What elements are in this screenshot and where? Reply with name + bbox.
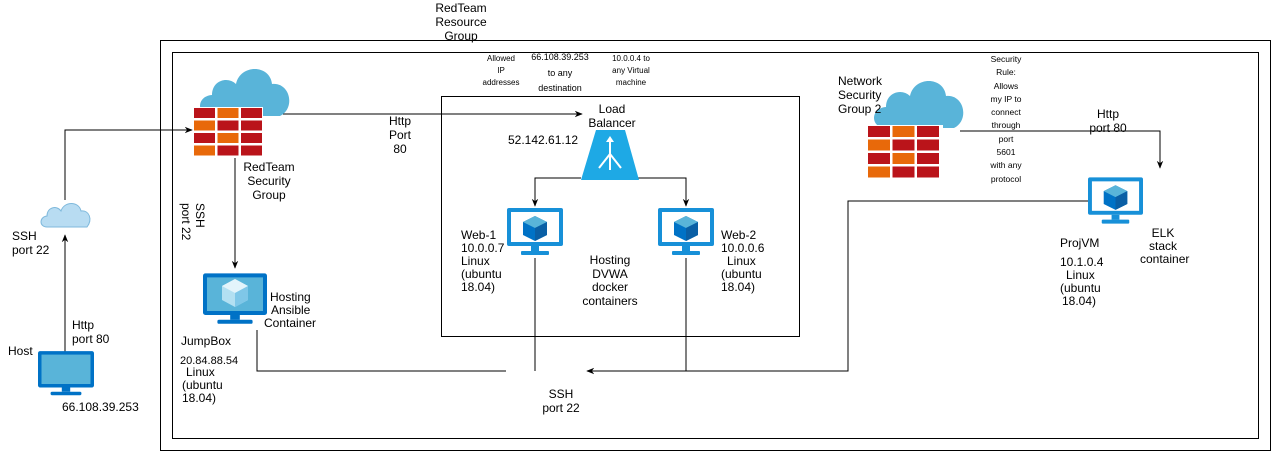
load-balancer-icon [581, 130, 639, 180]
firewall-brick [892, 166, 915, 178]
firewall-brick [868, 153, 890, 164]
firewall-brick [917, 126, 939, 137]
nsg2-firewall-icon [867, 81, 964, 179]
resource-group-outer-box [160, 40, 1271, 451]
firewall-brick [194, 120, 215, 131]
jumpbox-ssh-line [256, 330, 506, 372]
projvm-name: ProjVM [1060, 236, 1100, 250]
firewall-brick [217, 133, 239, 143]
firewall-brick [917, 166, 939, 178]
firewall-brick [194, 145, 215, 156]
firewall-brick [241, 133, 262, 143]
firewall-brick [217, 120, 239, 131]
firewall-brick [217, 145, 239, 156]
firewall-brick [868, 139, 890, 151]
firewall-brick [241, 120, 262, 131]
firewall-brick [868, 166, 890, 178]
load-balancer-ip: 52.142.61.12 [508, 133, 579, 147]
lb-to-web1-line [531, 177, 581, 207]
firewall-brick [917, 139, 939, 151]
projvm-ssh-line [686, 200, 1088, 372]
resource-group-inner-box [172, 52, 1259, 439]
firewall-brick [241, 145, 262, 156]
firewall-brick [892, 153, 915, 164]
projvm-vm-icon [1088, 177, 1143, 224]
host-label: Host [8, 344, 33, 358]
load-balancer-pool-box [441, 96, 800, 337]
host-monitor-icon [38, 351, 94, 396]
web2-vm-icon [658, 208, 714, 255]
jumpbox-name: JumpBox [181, 334, 232, 348]
firewall-brick [194, 108, 215, 118]
firewall-brick [868, 126, 890, 137]
internet-cloud-icon [40, 203, 91, 228]
firewall-brick [241, 108, 262, 118]
host-ip: 66.108.39.253 [62, 400, 139, 414]
firewall-brick [892, 126, 915, 137]
jumpbox-cube-icon [222, 279, 248, 307]
firewall-brick [892, 139, 915, 151]
lb-to-web2-line [638, 177, 690, 207]
firewall-brick [917, 153, 939, 164]
web1-vm-icon [507, 208, 563, 255]
firewall-brick [194, 133, 215, 143]
cloud-to-firewall-line [64, 126, 193, 200]
redteam-firewall-icon [193, 69, 290, 158]
nsg2-to-projvm-line [960, 130, 1164, 169]
firewall-brick [217, 108, 239, 118]
jumpbox-ip: 20.84.88.54 [180, 355, 239, 367]
